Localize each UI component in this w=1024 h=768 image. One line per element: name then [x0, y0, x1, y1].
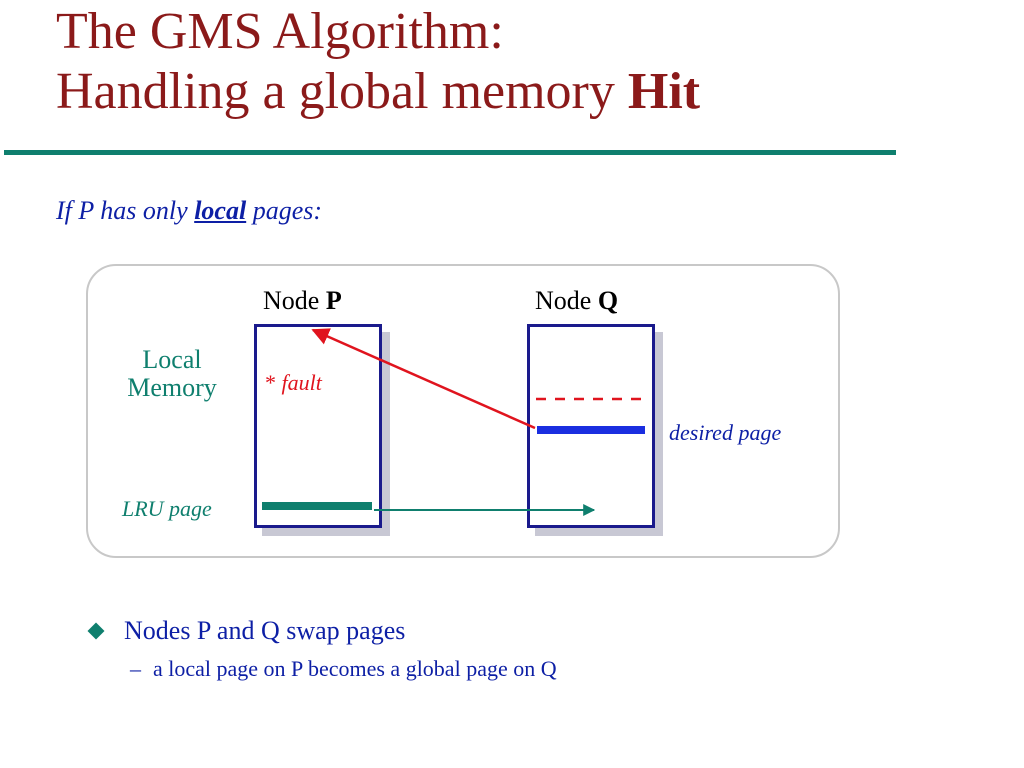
node-q-prefix: Node	[535, 286, 598, 315]
local-memory-line-2: Memory	[127, 373, 217, 402]
sub-bullet-text: a local page on P becomes a global page …	[153, 656, 557, 681]
slide-title: The GMS Algorithm: Handling a global mem…	[56, 2, 700, 122]
fault-text: fault	[281, 370, 322, 395]
local-memory-label: Local Memory	[112, 346, 232, 402]
local-memory-line-1: Local	[142, 345, 202, 374]
title-divider	[4, 150, 896, 155]
subtitle-suffix: pages:	[246, 196, 323, 225]
node-p-memory-box	[254, 324, 382, 528]
bullet-item: Nodes P and Q swap pages	[86, 616, 557, 646]
fault-label: * fault	[265, 370, 322, 396]
diamond-bullet-icon	[87, 622, 105, 640]
title-line-2-text: Handling a global memory	[56, 63, 628, 120]
node-q-title: Node Q	[535, 286, 618, 316]
subtitle: If P has only local pages:	[56, 196, 322, 226]
sub-bullet-dash: –	[130, 656, 141, 681]
title-line-1: The GMS Algorithm:	[56, 3, 504, 60]
title-line-2: Handling a global memory Hit	[56, 62, 700, 122]
sub-bullet-item: –a local page on P becomes a global page…	[130, 656, 557, 682]
bullet-list: Nodes P and Q swap pages –a local page o…	[86, 616, 557, 682]
subtitle-prefix: If P has only	[56, 196, 195, 225]
title-hit-word: Hit	[627, 63, 701, 120]
fault-star: *	[265, 370, 276, 395]
node-q-letter: Q	[597, 286, 619, 315]
node-p-title: Node P	[263, 286, 342, 316]
subtitle-local-word: local	[194, 196, 247, 225]
node-p-prefix: Node	[263, 286, 326, 315]
lru-page-bar	[262, 502, 372, 510]
diagram-panel	[86, 264, 840, 558]
desired-page-bar	[537, 426, 645, 434]
node-p-letter: P	[325, 286, 342, 315]
fetch-arrow	[311, 328, 536, 430]
lru-page-label: LRU page	[122, 496, 212, 521]
bullet-text: Nodes P and Q swap pages	[124, 616, 406, 645]
desired-page-label: desired page	[669, 420, 782, 445]
